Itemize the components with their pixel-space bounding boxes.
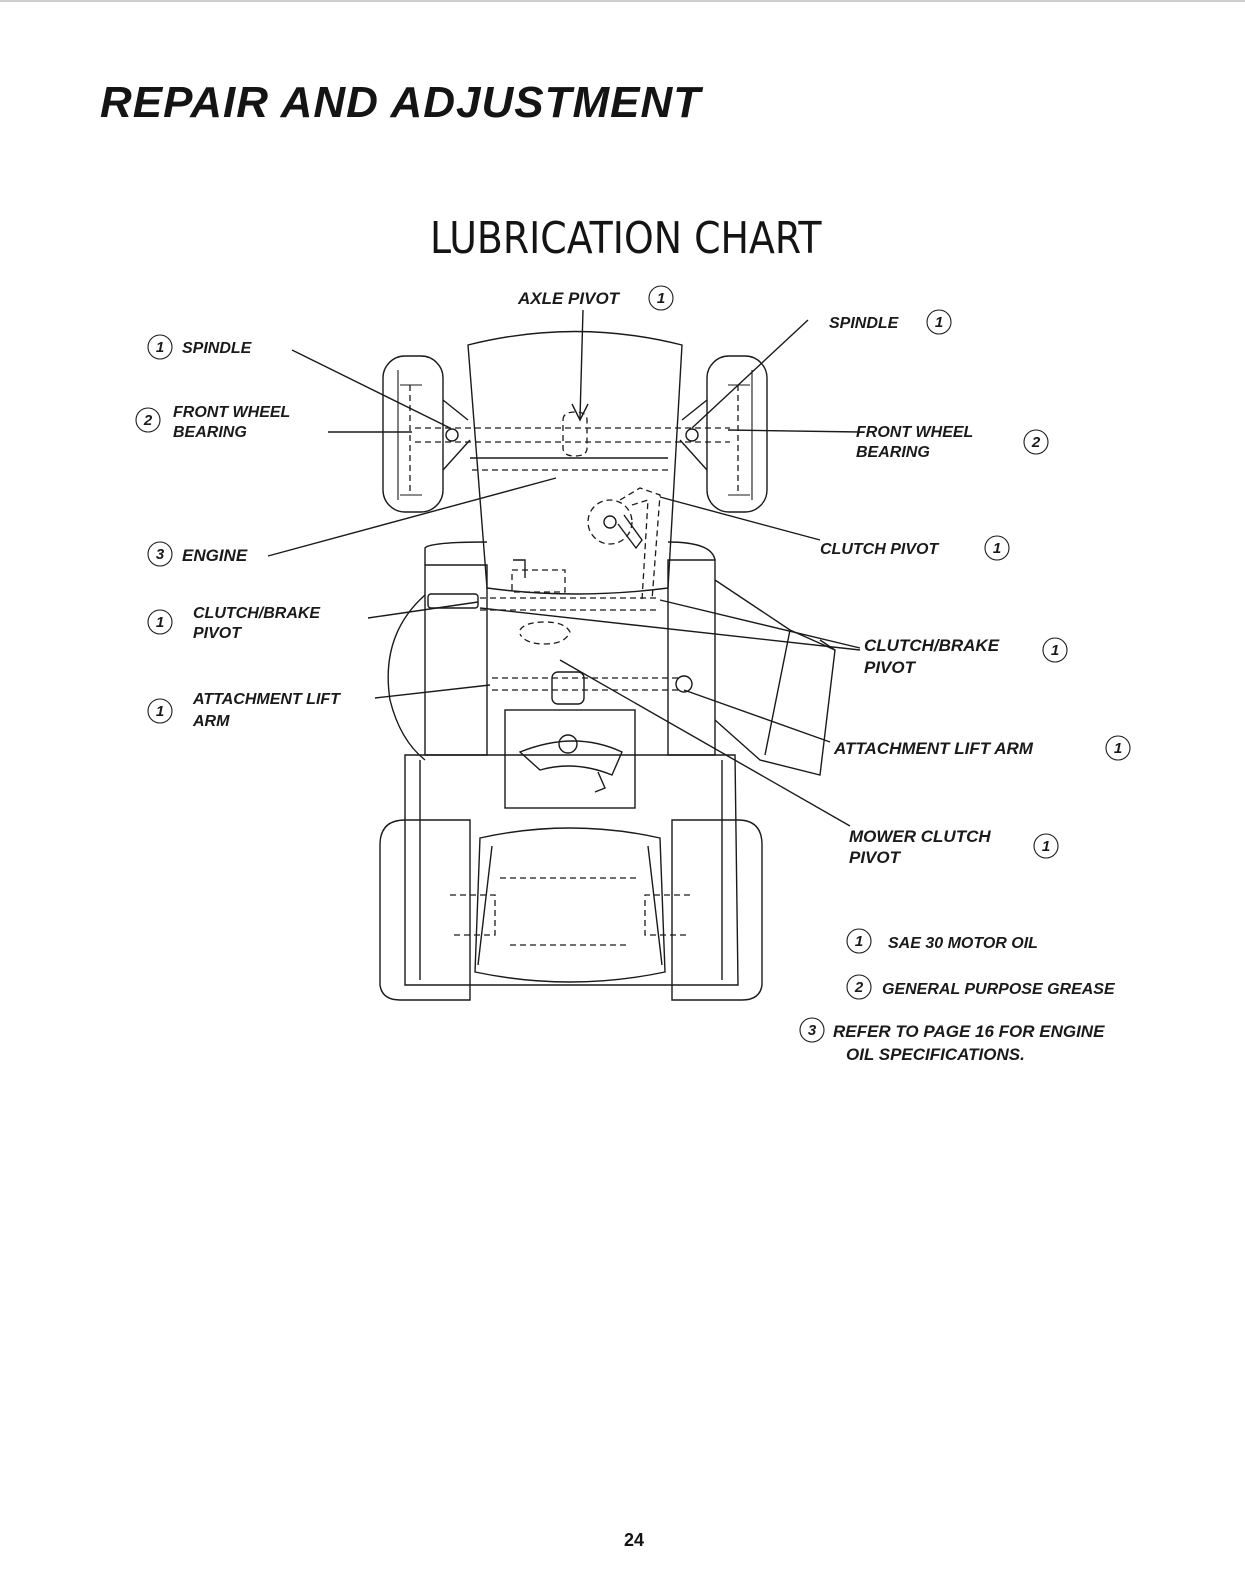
front-wheel-left-label-line2: BEARING [173, 424, 247, 441]
attachment-lift-left-number: 1 [156, 703, 164, 720]
callout-mower-clutch: MOWER CLUTCH PIVOT 1 [849, 827, 1059, 867]
attachment-lift-right-label: ATTACHMENT LIFT ARM [833, 739, 1034, 758]
clutch-brake-right-number: 1 [1051, 642, 1059, 659]
front-wheel-right-number: 2 [1031, 434, 1041, 451]
spindle-left-number: 1 [156, 339, 164, 356]
front-wheel-right-label-line1: FRONT WHEEL [856, 424, 973, 441]
rear-body [404, 754, 739, 986]
callout-attachment-lift-left: 1 ATTACHMENT LIFT ARM [147, 691, 341, 730]
clutch-brake-right-number-circle [1042, 637, 1068, 663]
front-wheel-left-label-line1: FRONT WHEEL [173, 404, 290, 421]
attachment-lift-left-label-line2: ARM [192, 713, 230, 730]
chart-title: LUBRICATION CHART [430, 213, 822, 264]
legend-item-number: 3 [808, 1022, 817, 1039]
clutch-pivot-number: 1 [993, 540, 1001, 557]
mower-clutch-label-line1: MOWER CLUTCH [849, 827, 991, 846]
engine-label: ENGINE [182, 546, 248, 565]
legend-item-text-line1: REFER TO PAGE 16 FOR ENGINE [833, 1022, 1105, 1041]
engine-number: 3 [156, 546, 165, 563]
callout-attachment-lift-right: ATTACHMENT LIFT ARM 1 [833, 735, 1131, 761]
legend: 1 SAE 30 MOTOR OIL 2 GENERAL PURPOSE GRE… [799, 928, 1116, 1064]
engine-number-circle [147, 541, 173, 567]
front-wheel-left-number-circle [135, 407, 161, 433]
legend-item-number: 2 [854, 979, 864, 996]
callout-front-wheel-left: 2 FRONT WHEEL BEARING [135, 404, 290, 441]
legend-item: 1 SAE 30 MOTOR OIL [846, 928, 1038, 954]
callout-front-wheel-right: FRONT WHEEL BEARING 2 [856, 424, 1049, 461]
legend-item-text: SAE 30 MOTOR OIL [888, 935, 1038, 952]
callout-engine: 3 ENGINE [147, 541, 248, 567]
spindle-right-label: SPINDLE [829, 315, 900, 332]
callout-clutch-pivot: CLUTCH PIVOT 1 [820, 535, 1010, 561]
mower-clutch-number-circle [1033, 833, 1059, 859]
control-panel [504, 709, 636, 809]
attachment-lift-left-number-circle [147, 698, 173, 724]
legend-item: 2 GENERAL PURPOSE GREASE [846, 974, 1116, 1000]
clutch-brake-left-label-line2: PIVOT [193, 625, 242, 642]
clutch-brake-left-label-line1: CLUTCH/BRAKE [193, 605, 321, 622]
spindle-right-number: 1 [935, 314, 943, 331]
spindle-right-number-circle [926, 309, 952, 335]
legend-item-number: 1 [855, 933, 863, 950]
section-title: REPAIR AND ADJUSTMENT [100, 78, 702, 127]
mower-clutch-label-line2: PIVOT [849, 848, 902, 867]
rear-wheel-left [379, 819, 471, 1001]
front-wheel-left [382, 355, 444, 513]
callout-clutch-brake-left: 1 CLUTCH/BRAKE PIVOT [147, 605, 321, 642]
leader-lines [267, 309, 861, 827]
front-wheel-right-number-circle [1023, 429, 1049, 455]
callout-spindle-right: SPINDLE 1 [829, 309, 952, 335]
clutch-pivot-number-circle [984, 535, 1010, 561]
axle-pivot-number: 1 [657, 290, 665, 307]
clutch-pivot-label: CLUTCH PIVOT [820, 541, 939, 558]
page-number: 24 [624, 1530, 645, 1550]
legend-item-text: GENERAL PURPOSE GREASE [882, 981, 1116, 998]
legend-item-text-line2: OIL SPECIFICATIONS. [846, 1045, 1025, 1064]
tractor-drawing [379, 330, 836, 1001]
legend-item: 3 REFER TO PAGE 16 FOR ENGINE OIL SPECIF… [799, 1017, 1105, 1064]
rear-wheel-right [671, 819, 763, 1001]
seat [474, 827, 666, 983]
hood [467, 330, 683, 595]
clutch-brake-right-label-line2: PIVOT [864, 658, 917, 677]
clutch-brake-left-number: 1 [156, 614, 164, 631]
clutch-brake-right-label-line1: CLUTCH/BRAKE [864, 636, 1000, 655]
top-rule [0, 0, 1245, 2]
axle-pivot-number-circle [648, 285, 674, 311]
front-wheel-right-label-line2: BEARING [856, 444, 930, 461]
clutch-brake-left-number-circle [147, 609, 173, 635]
attachment-lift-left-label-line1: ATTACHMENT LIFT [192, 691, 341, 708]
front-wheel-left-number: 2 [143, 412, 153, 429]
callout-spindle-left: 1 SPINDLE [147, 334, 253, 360]
callout-axle-pivot: AXLE PIVOT 1 [517, 285, 674, 311]
callout-clutch-brake-right: CLUTCH/BRAKE PIVOT 1 [864, 636, 1068, 677]
spindle-left-number-circle [147, 334, 173, 360]
attachment-lift-right-number: 1 [1114, 740, 1122, 757]
attachment-lift-right-number-circle [1105, 735, 1131, 761]
mower-clutch-number: 1 [1042, 838, 1050, 855]
axle-pivot-label: AXLE PIVOT [517, 289, 621, 308]
spindle-left-label: SPINDLE [182, 340, 253, 357]
front-wheel-right [706, 355, 768, 513]
